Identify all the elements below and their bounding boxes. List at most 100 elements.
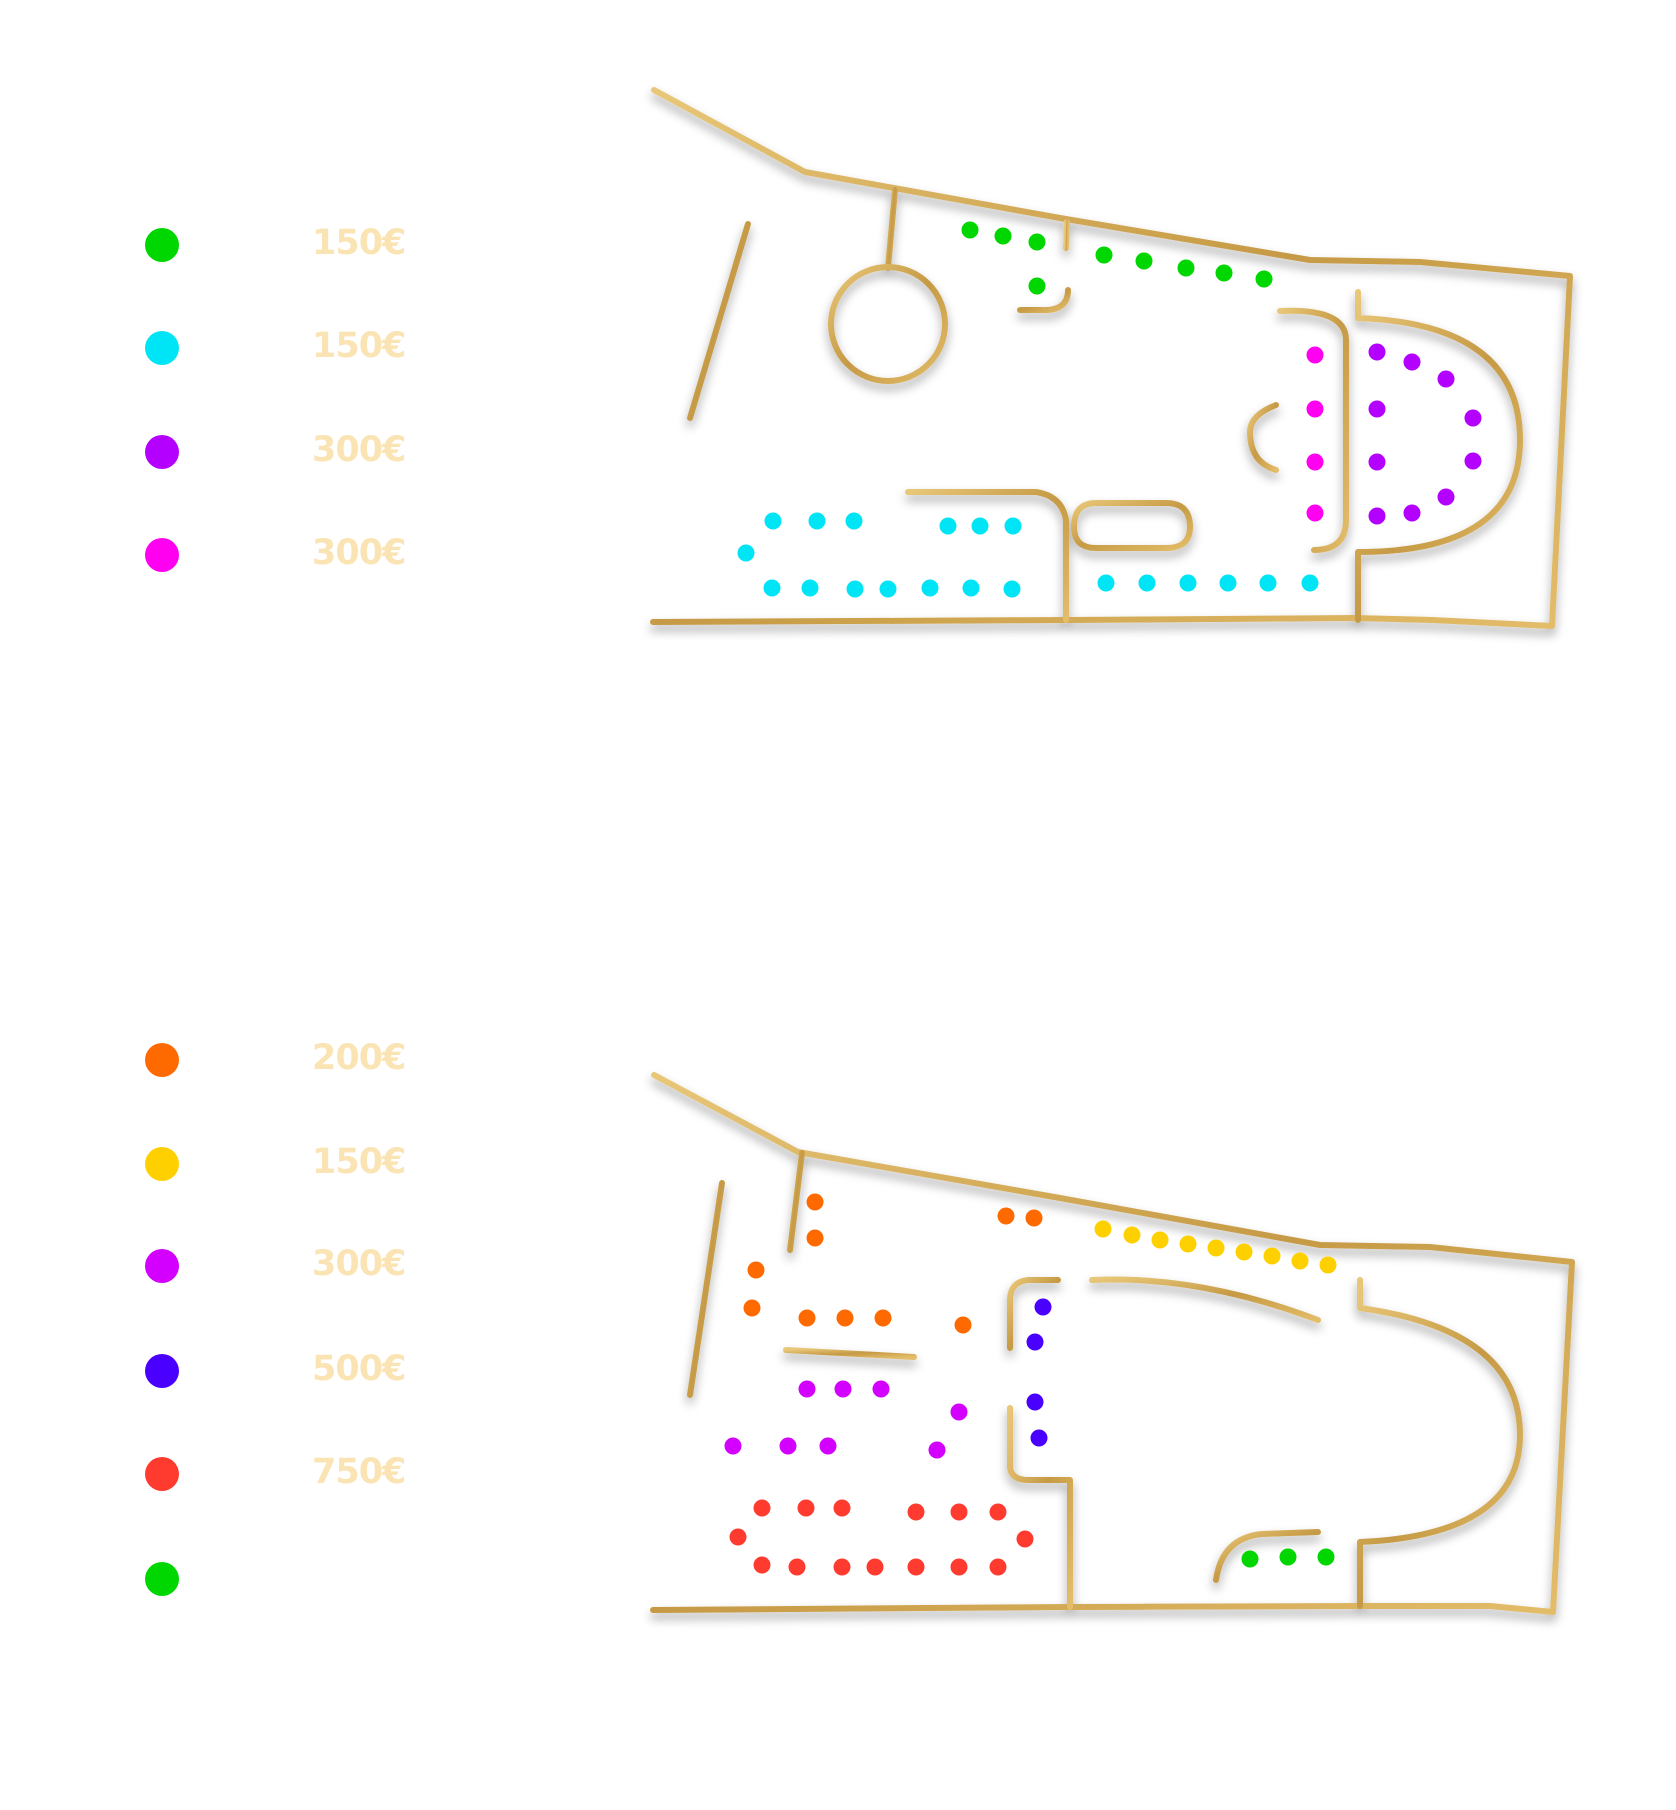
seat-cyan[interactable] [1003, 580, 1021, 598]
seat-magenta[interactable] [1306, 453, 1324, 471]
seat-red[interactable] [833, 1558, 851, 1576]
seat-green[interactable] [1241, 1550, 1259, 1568]
seat-cyan[interactable] [1179, 574, 1197, 592]
seat-cyan[interactable] [763, 579, 781, 597]
seat-green[interactable] [1135, 252, 1153, 270]
seat-violet[interactable] [724, 1437, 742, 1455]
seat-violet[interactable] [950, 1403, 968, 1421]
seat-yellow[interactable] [1123, 1226, 1141, 1244]
seat-green[interactable] [1215, 264, 1233, 282]
seat-blue[interactable] [1026, 1333, 1044, 1351]
seat-red[interactable] [753, 1499, 771, 1517]
seat-purple[interactable] [1437, 488, 1455, 506]
seat-cyan[interactable] [1004, 517, 1022, 535]
seat-purple[interactable] [1368, 507, 1386, 525]
seat-violet[interactable] [819, 1437, 837, 1455]
seat-blue[interactable] [1034, 1298, 1052, 1316]
seat-green[interactable] [1028, 277, 1046, 295]
seat-red[interactable] [797, 1499, 815, 1517]
seat-yellow[interactable] [1263, 1247, 1281, 1265]
seat-blue[interactable] [1026, 1393, 1044, 1411]
legend-item[interactable] [0, 1549, 600, 1609]
seat-yellow[interactable] [1291, 1252, 1309, 1270]
seat-orange[interactable] [874, 1309, 892, 1327]
seat-orange[interactable] [997, 1207, 1015, 1225]
seat-green[interactable] [1028, 233, 1046, 251]
seat-purple[interactable] [1368, 453, 1386, 471]
seat-cyan[interactable] [879, 580, 897, 598]
seat-green[interactable] [1317, 1548, 1335, 1566]
seat-green[interactable] [961, 221, 979, 239]
seat-red[interactable] [989, 1503, 1007, 1521]
seat-magenta[interactable] [1306, 346, 1324, 364]
seat-purple[interactable] [1403, 504, 1421, 522]
seat-purple[interactable] [1368, 343, 1386, 361]
legend-item[interactable]: 150€ [0, 215, 600, 275]
seat-yellow[interactable] [1151, 1231, 1169, 1249]
seat-red[interactable] [950, 1558, 968, 1576]
seat-cyan[interactable] [1219, 574, 1237, 592]
seat-orange[interactable] [743, 1299, 761, 1317]
seat-blue[interactable] [1030, 1429, 1048, 1447]
seat-orange[interactable] [1025, 1209, 1043, 1227]
legend-item[interactable]: 200€ [0, 1030, 600, 1090]
seat-cyan[interactable] [737, 544, 755, 562]
legend-item[interactable]: 500€ [0, 1341, 600, 1401]
seat-green[interactable] [1095, 246, 1113, 264]
seat-red[interactable] [907, 1558, 925, 1576]
seat-purple[interactable] [1437, 370, 1455, 388]
seat-green[interactable] [1255, 270, 1273, 288]
seat-cyan[interactable] [764, 512, 782, 530]
seat-cyan[interactable] [846, 580, 864, 598]
seat-yellow[interactable] [1207, 1239, 1225, 1257]
legend-item[interactable]: 150€ [0, 318, 600, 378]
seat-red[interactable] [950, 1503, 968, 1521]
seat-purple[interactable] [1403, 353, 1421, 371]
seat-yellow[interactable] [1179, 1235, 1197, 1253]
seat-cyan[interactable] [962, 579, 980, 597]
seat-magenta[interactable] [1306, 400, 1324, 418]
seat-cyan[interactable] [808, 512, 826, 530]
seat-green[interactable] [1279, 1548, 1297, 1566]
legend-item[interactable]: 300€ [0, 1236, 600, 1296]
seat-red[interactable] [907, 1503, 925, 1521]
seat-orange[interactable] [836, 1309, 854, 1327]
seat-yellow[interactable] [1094, 1220, 1112, 1238]
legend-item[interactable]: 150€ [0, 1134, 600, 1194]
seat-cyan[interactable] [921, 579, 939, 597]
seat-cyan[interactable] [971, 517, 989, 535]
seat-red[interactable] [866, 1558, 884, 1576]
seat-orange[interactable] [747, 1261, 765, 1279]
seat-orange[interactable] [806, 1229, 824, 1247]
seat-cyan[interactable] [845, 512, 863, 530]
seat-cyan[interactable] [939, 517, 957, 535]
seat-red[interactable] [989, 1558, 1007, 1576]
seat-violet[interactable] [834, 1380, 852, 1398]
seat-magenta[interactable] [1306, 504, 1324, 522]
seat-cyan[interactable] [1097, 574, 1115, 592]
seat-orange[interactable] [798, 1309, 816, 1327]
seat-purple[interactable] [1368, 400, 1386, 418]
seat-orange[interactable] [954, 1316, 972, 1334]
seat-purple[interactable] [1464, 452, 1482, 470]
seat-violet[interactable] [928, 1441, 946, 1459]
seat-orange[interactable] [806, 1193, 824, 1211]
seat-purple[interactable] [1464, 409, 1482, 427]
seat-violet[interactable] [872, 1380, 890, 1398]
seat-violet[interactable] [798, 1380, 816, 1398]
seat-cyan[interactable] [1301, 574, 1319, 592]
seat-green[interactable] [994, 227, 1012, 245]
seat-yellow[interactable] [1319, 1256, 1337, 1274]
seat-yellow[interactable] [1235, 1243, 1253, 1261]
legend-item[interactable]: 300€ [0, 422, 600, 482]
legend-item[interactable]: 300€ [0, 525, 600, 585]
seat-red[interactable] [833, 1499, 851, 1517]
seat-red[interactable] [1016, 1530, 1034, 1548]
seat-red[interactable] [788, 1558, 806, 1576]
seat-red[interactable] [753, 1556, 771, 1574]
legend-item[interactable]: 750€ [0, 1444, 600, 1504]
seat-red[interactable] [729, 1528, 747, 1546]
seat-cyan[interactable] [801, 579, 819, 597]
seat-cyan[interactable] [1259, 574, 1277, 592]
seat-cyan[interactable] [1138, 574, 1156, 592]
